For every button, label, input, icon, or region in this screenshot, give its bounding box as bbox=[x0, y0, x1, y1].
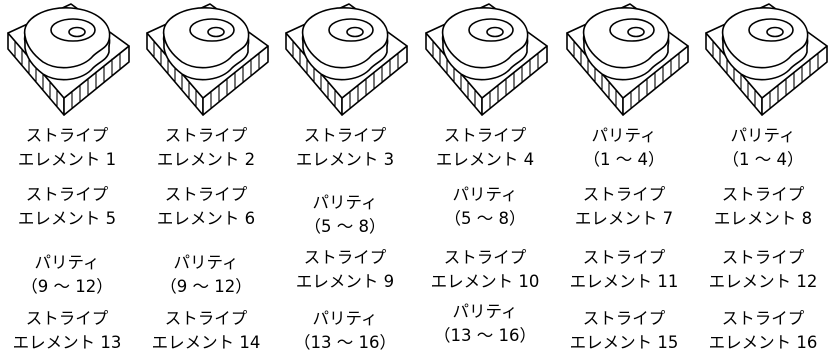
disk-1-block-1: ストライプエレメント 1 bbox=[17, 126, 117, 169]
disk-5-block-2: ストライプエレメント 7 bbox=[574, 185, 674, 228]
disk-1-block-4: ストライプエレメント 13 bbox=[12, 309, 122, 352]
hard-disk-icon-4 bbox=[425, 3, 548, 116]
disk-3-block-1: ストライプエレメント 3 bbox=[295, 126, 395, 169]
disk-4-block-3: ストライプエレメント 10 bbox=[430, 248, 540, 291]
disk-6-block-2: ストライプエレメント 8 bbox=[713, 185, 813, 228]
disk-3-block-3: ストライプエレメント 9 bbox=[295, 248, 395, 291]
hard-disk-icon-5 bbox=[566, 3, 689, 116]
disk-2-block-1: ストライプエレメント 2 bbox=[156, 126, 256, 169]
disk-4-block-2: パリティ（5 ～ 8） bbox=[444, 185, 526, 228]
disk-5-block-3: ストライプエレメント 11 bbox=[569, 248, 679, 291]
disk-1-block-2: ストライプエレメント 5 bbox=[17, 185, 117, 228]
disk-4-block-4: パリティ（13 ～ 16） bbox=[434, 302, 536, 345]
disk-5-block-1: パリティ（1 ～ 4） bbox=[583, 126, 665, 169]
disk-2-block-4: ストライプエレメント 14 bbox=[151, 309, 261, 352]
disk-1-block-3: パリティ（9 ～ 12） bbox=[21, 253, 113, 296]
disk-5-block-4: ストライプエレメント 15 bbox=[569, 309, 679, 352]
disk-6-block-4: ストライプエレメント 16 bbox=[708, 309, 818, 352]
hard-disk-icon-6 bbox=[705, 3, 828, 116]
hard-disk-icon-1 bbox=[7, 3, 130, 116]
disk-6-block-1: パリティ（1 ～ 4） bbox=[722, 126, 804, 169]
hard-disk-icon-3 bbox=[285, 3, 408, 116]
disk-2-block-3: パリティ（9 ～ 12） bbox=[160, 253, 252, 296]
disk-6-block-3: ストライプエレメント 12 bbox=[708, 248, 818, 291]
disk-3-block-4: パリティ（13 ～ 16） bbox=[294, 309, 396, 352]
hard-disk-icon-2 bbox=[146, 3, 269, 116]
disk-4-block-1: ストライプエレメント 4 bbox=[435, 126, 535, 169]
disk-2-block-2: ストライプエレメント 6 bbox=[156, 185, 256, 228]
disk-3-block-2: パリティ（5 ～ 8） bbox=[304, 193, 386, 236]
